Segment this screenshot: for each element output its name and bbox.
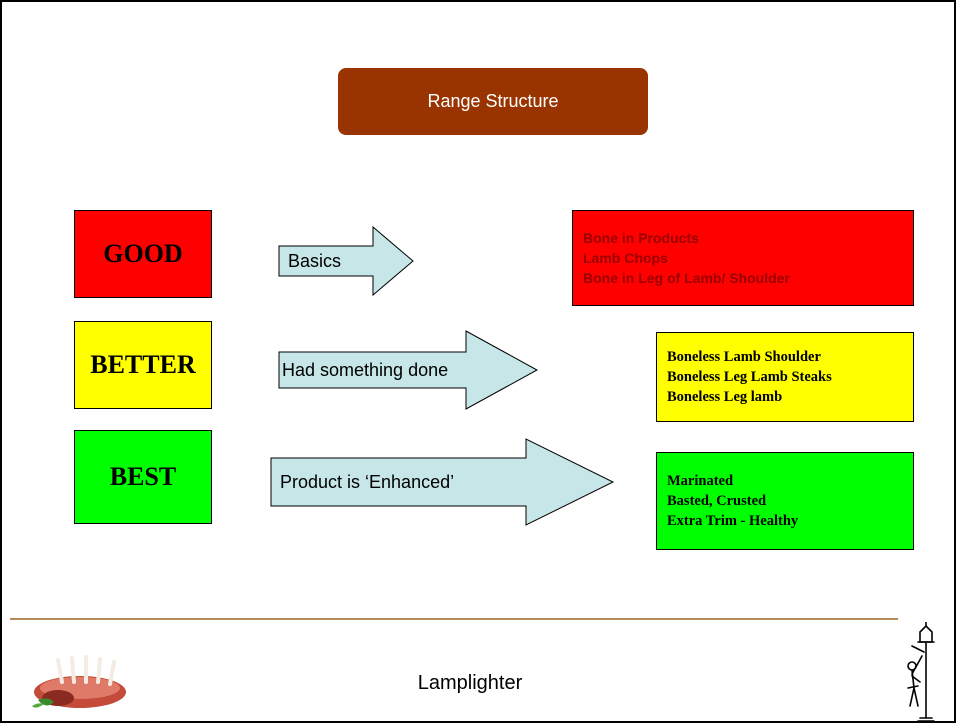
arrow-product-enhanced: Product is ‘Enhanced’	[270, 438, 615, 526]
footer-text: Lamplighter	[417, 672, 523, 694]
tier-label-best: BEST	[109, 462, 177, 491]
title-text: Range Structure	[427, 91, 559, 111]
detail-item: Extra Trim - Healthy	[667, 513, 799, 529]
detail-item: Bone in Products	[583, 230, 699, 246]
detail-item: Basted, Crusted	[667, 493, 767, 509]
arrow-had-something-done: Had something done	[278, 330, 539, 410]
detail-item: Lamb Chops	[583, 250, 668, 266]
footer-divider	[10, 618, 898, 620]
detail-box-good: Bone in Products Lamb Chops Bone in Leg …	[572, 210, 914, 306]
lamplighter-icon	[904, 621, 948, 721]
tier-label-good: GOOD	[103, 239, 183, 268]
lamb-rack-icon	[28, 652, 134, 719]
arrow-label-basics: Basics	[288, 251, 342, 271]
tier-label-better: BETTER	[90, 350, 196, 379]
detail-box-better: Boneless Lamb Shoulder Boneless Leg Lamb…	[656, 332, 914, 422]
arrow-label-had-something-done: Had something done	[282, 360, 449, 380]
arrow-label-product-enhanced: Product is ‘Enhanced’	[280, 472, 455, 492]
arrow-basics: Basics	[278, 225, 414, 297]
tier-box-best: BEST	[74, 430, 212, 524]
detail-item: Bone in Leg of Lamb/ Shoulder	[583, 270, 790, 286]
arrow-had-something-done-shape	[278, 330, 539, 410]
detail-item: Boneless Leg lamb	[667, 389, 783, 405]
tier-box-good: GOOD	[74, 210, 212, 298]
arrow-product-enhanced-shape	[270, 438, 615, 526]
arrow-basics-shape	[278, 225, 414, 297]
detail-item: Marinated	[667, 473, 734, 489]
detail-item: Boneless Leg Lamb Steaks	[667, 369, 832, 385]
detail-box-best: Marinated Basted, Crusted Extra Trim - H…	[656, 452, 914, 550]
tier-box-better: BETTER	[74, 321, 212, 409]
detail-item: Boneless Lamb Shoulder	[667, 349, 821, 365]
title-box: Range Structure	[338, 68, 648, 135]
